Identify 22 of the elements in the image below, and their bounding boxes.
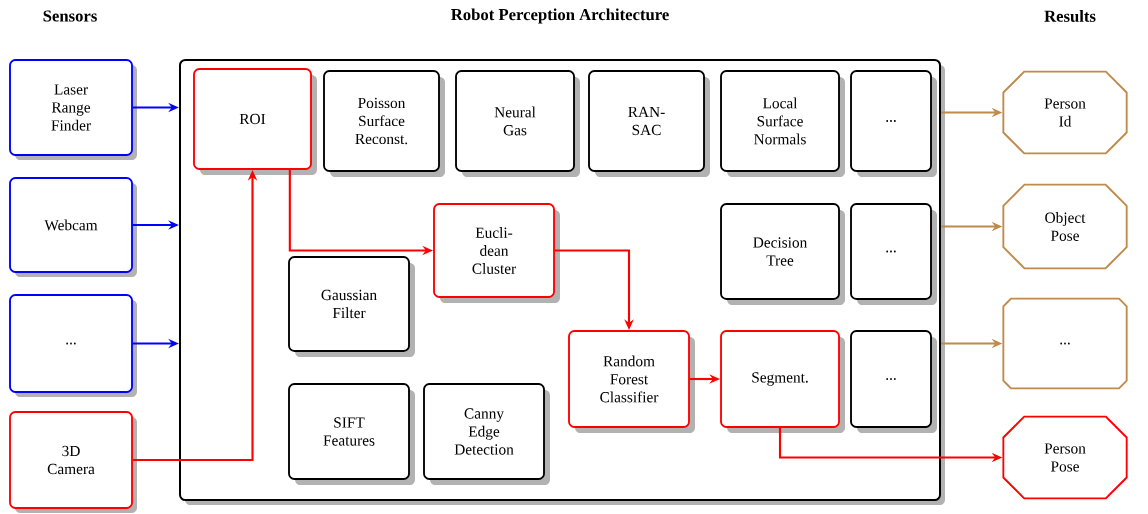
process-box: Canny Edge Detection xyxy=(423,383,550,485)
sensor-box: 3D Camera xyxy=(9,411,137,513)
process-box: ROI xyxy=(193,68,317,175)
column-heading: Results xyxy=(1044,10,1096,22)
process-box: Random Forest Classifier xyxy=(568,330,695,433)
process-box: SIFT Features xyxy=(288,383,415,485)
process-box: ... xyxy=(850,330,937,433)
process-box: Local Surface Normals xyxy=(720,70,845,177)
process-box: ... xyxy=(850,203,937,305)
sensor-box: Webcam xyxy=(9,177,137,277)
process-box: ... xyxy=(850,70,937,177)
process-box: Decision Tree xyxy=(720,203,845,305)
process-box: Neural Gas xyxy=(455,70,580,177)
process-box: Poisson Surface Reconst. xyxy=(323,70,445,177)
column-heading: Sensors xyxy=(43,10,97,22)
node-label: Robot Perception Architecture xyxy=(451,8,669,24)
sensor-box: Laser Range Finder xyxy=(9,59,137,160)
process-box: Eucli-dean Cluster xyxy=(433,203,560,303)
process-box: RAN-SAC xyxy=(588,70,710,177)
process-box: Segment. xyxy=(720,330,845,433)
process-box: Gaussian Filter xyxy=(288,256,415,357)
sensor-box: ... xyxy=(9,294,137,397)
